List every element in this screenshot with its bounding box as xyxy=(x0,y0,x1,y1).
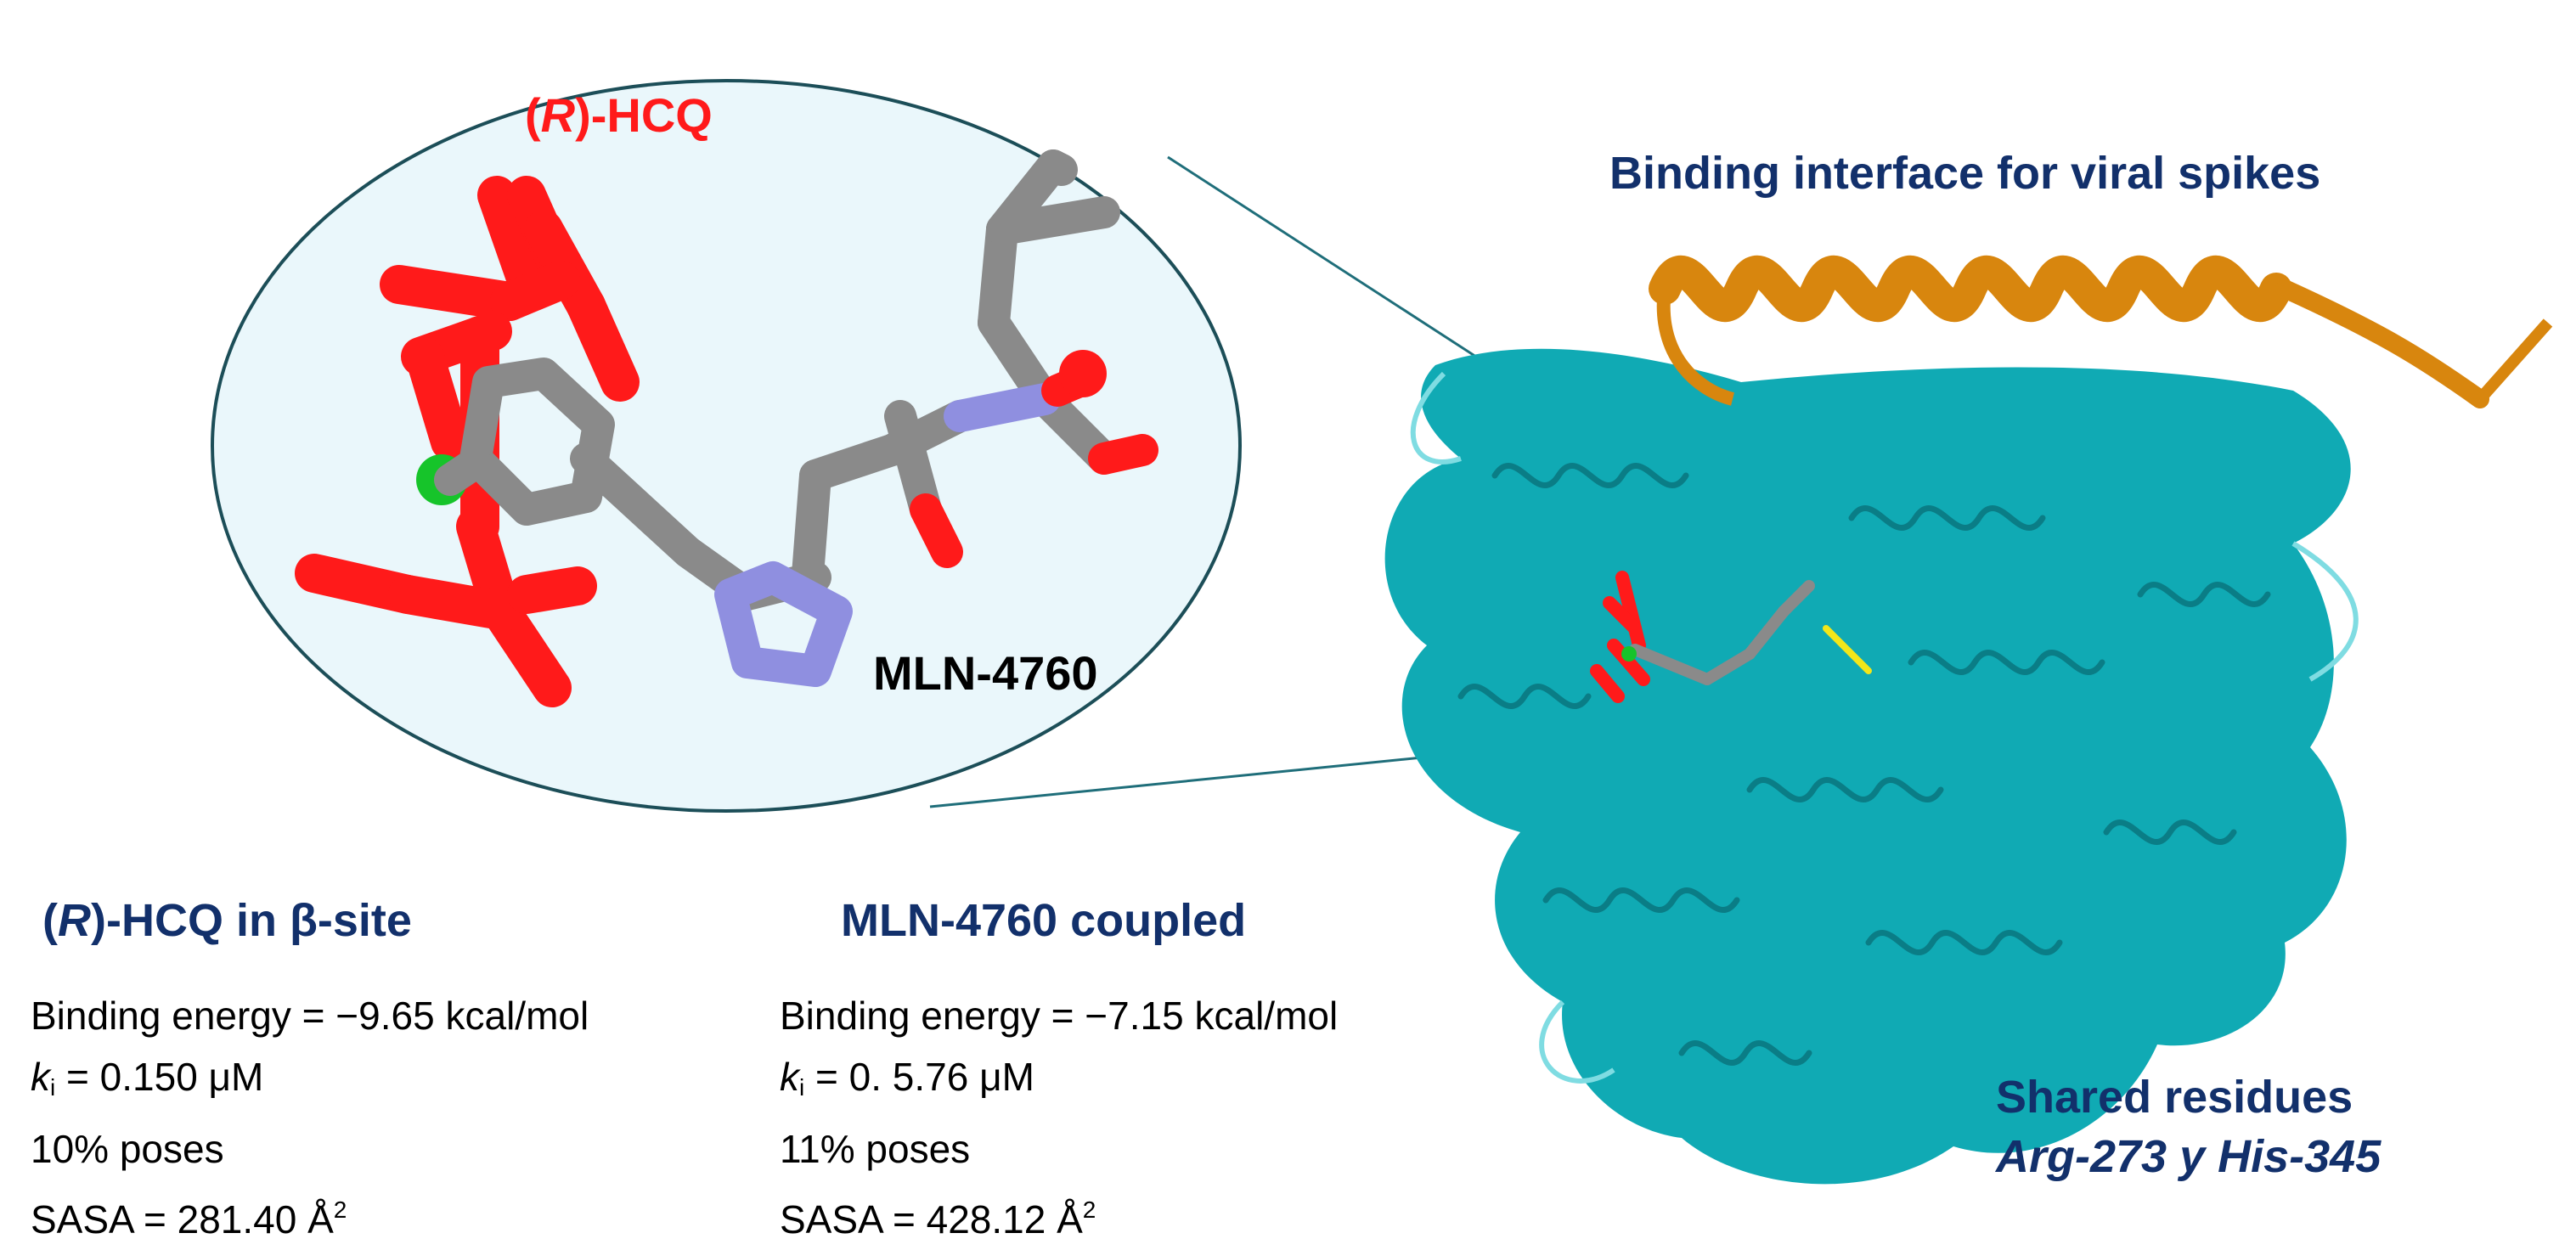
protein-body xyxy=(1384,348,2351,1185)
ace2-protein-structure xyxy=(1384,256,2553,1185)
shared-residues-title: Shared residues xyxy=(1996,1072,2353,1123)
mln-ki: ki = 0. 5.76 μM xyxy=(780,1055,1034,1101)
hcq-sasa: SASA = 281.40 Å2 xyxy=(31,1197,347,1242)
interface-label: Binding interface for viral spikes xyxy=(1609,148,2320,199)
ligand-zoom-inset xyxy=(211,79,1242,813)
hcq-binding-energy: Binding energy = −9.65 kcal/mol xyxy=(31,994,589,1038)
mln-sasa: SASA = 428.12 Å2 xyxy=(780,1197,1096,1242)
mln-hydroxyl-oxygen xyxy=(1059,350,1107,397)
mln-imidazole-ring xyxy=(714,561,853,687)
interface-helix xyxy=(1649,256,2553,408)
mln-binding-energy: Binding energy = −7.15 kcal/mol xyxy=(780,994,1339,1038)
shared-residues-list: Arg-273 y His-345 xyxy=(1994,1131,2382,1182)
mln-zoom-label: MLN-4760 xyxy=(873,646,1098,700)
protein-loops xyxy=(1410,371,2359,1084)
hcq-zoom-label: (R)-HCQ xyxy=(525,88,713,142)
mln-molecule-sticks xyxy=(434,149,1158,687)
mln-poses: 11% poses xyxy=(780,1127,971,1171)
bound-ligands xyxy=(1590,571,1872,703)
hcq-ki: ki = 0.150 μM xyxy=(31,1055,264,1101)
hcq-stats-panel: Binding energy = −9.65 kcal/mol ki = 0.1… xyxy=(31,985,589,1250)
hcq-poses: 10% poses xyxy=(31,1127,224,1171)
hcq-panel-title: (R)-HCQ in β-site xyxy=(42,895,412,946)
mln-stats-panel: Binding energy = −7.15 kcal/mol ki = 0. … xyxy=(780,985,1338,1250)
mln-panel-title: MLN-4760 coupled xyxy=(841,895,1246,946)
protein-ribbon-helices xyxy=(1457,463,2271,1066)
